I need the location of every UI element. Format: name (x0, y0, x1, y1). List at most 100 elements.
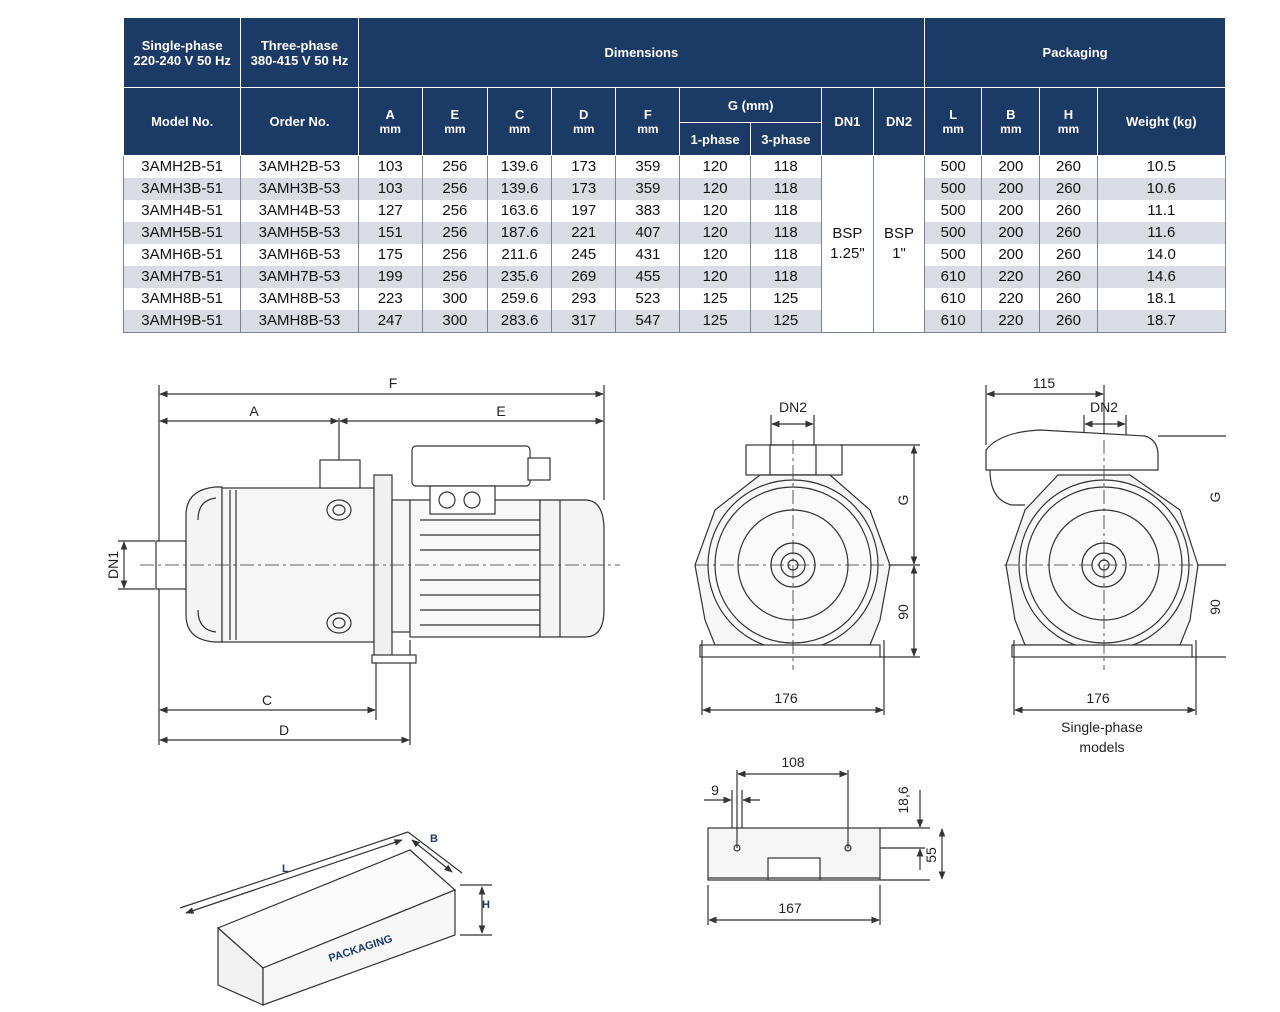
base-55-label: 55 (923, 847, 939, 863)
table-cell: 118 (749, 155, 822, 178)
dn1-thread-size: 1.25" (830, 245, 865, 262)
table-cell: 125 (679, 288, 751, 310)
table-cell: 235.6 (486, 266, 553, 288)
table-cell: 245 (551, 244, 617, 266)
base-9-label: 9 (711, 782, 719, 798)
table-cell: 359 (615, 155, 681, 178)
table-cell: 118 (749, 200, 822, 222)
table-cell: 120 (679, 266, 751, 288)
table-cell: 11.6 (1096, 222, 1227, 244)
g-1phase-header: 1-phase (679, 122, 751, 156)
sp-dn2-label: DN2 (1090, 399, 1118, 415)
table-cell: 256 (421, 200, 488, 222)
dn2-thread-type: BSP (884, 225, 915, 242)
table-cell: 3AMH2B-51 (122, 155, 242, 178)
weight-header: Weight (kg) (1096, 87, 1227, 156)
table-cell: 173 (551, 178, 617, 200)
table-cell: 10.5 (1096, 155, 1227, 178)
table-cell: 125 (749, 288, 822, 310)
table-cell: 103 (357, 178, 423, 200)
base-18-6-label: 18,6 (895, 786, 911, 813)
order-no-header: Order No. (240, 87, 359, 156)
sp-90-label: 90 (1207, 599, 1223, 615)
table-cell: 300 (421, 288, 488, 310)
dim-a-label: A (249, 403, 259, 419)
dim-d-label: D (279, 722, 289, 738)
base-108-label: 108 (781, 754, 805, 770)
table-cell: 260 (1039, 155, 1098, 178)
table-cell: 118 (749, 244, 822, 266)
table-cell: 300 (421, 310, 488, 333)
dim-c-label: C (262, 692, 272, 708)
box-b-label: B (430, 833, 438, 845)
table-cell: 610 (924, 266, 983, 288)
table-cell: 3AMH4B-51 (122, 200, 242, 222)
table-cell: 260 (1039, 266, 1098, 288)
table-cell: 260 (1039, 288, 1098, 310)
front-176-label: 176 (774, 690, 798, 706)
table-cell: 256 (421, 222, 488, 244)
table-cell: 3AMH6B-53 (240, 244, 359, 266)
model-no-header: Model No. (122, 87, 242, 156)
table-cell: 220 (981, 310, 1041, 333)
table-cell: 127 (357, 200, 423, 222)
table-cell: 120 (679, 200, 751, 222)
table-cell: 247 (357, 310, 423, 333)
table-cell: 175 (357, 244, 423, 266)
table-cell: 260 (1039, 310, 1098, 333)
table-cell: 256 (421, 266, 488, 288)
sp-176-label: 176 (1086, 690, 1110, 706)
table-cell: 383 (615, 200, 681, 222)
dn1-header: DN1 (820, 87, 874, 156)
sp-caption-line2: models (1079, 739, 1124, 755)
table-cell: 220 (981, 266, 1041, 288)
packaging-box-drawing (179, 831, 492, 1006)
table-cell: 523 (615, 288, 681, 310)
base-plate-view (704, 770, 946, 925)
front-g-label: G (895, 495, 911, 506)
table-cell: 3AMH7B-51 (122, 266, 242, 288)
table-cell: 610 (924, 310, 983, 333)
table-cell: 14.6 (1096, 266, 1227, 288)
table-cell: 260 (1039, 222, 1098, 244)
table-cell: 18.1 (1096, 288, 1227, 310)
table-cell: 163.6 (486, 200, 553, 222)
packaging-group-header: Packaging (924, 17, 1226, 88)
table-cell: 317 (551, 310, 617, 333)
table-cell: 187.6 (486, 222, 553, 244)
table-cell: 256 (421, 178, 488, 200)
table-cell: 3AMH5B-51 (122, 222, 242, 244)
table-cell: 3AMH9B-51 (122, 310, 242, 333)
table-cell: 3AMH3B-53 (240, 178, 359, 200)
table-cell: 14.0 (1096, 244, 1227, 266)
dn1-thread-type: BSP (832, 225, 863, 242)
table-cell: 547 (615, 310, 681, 333)
table-cell: 118 (749, 178, 822, 200)
table-cell: 120 (679, 178, 751, 200)
table-cell: 18.7 (1096, 310, 1227, 333)
table-cell: 500 (924, 244, 983, 266)
table-cell: 256 (421, 244, 488, 266)
table-cell: 3AMH4B-53 (240, 200, 359, 222)
sp-caption-line1: Single-phase (1061, 719, 1143, 735)
table-cell: 151 (357, 222, 423, 244)
table-cell: 260 (1039, 178, 1098, 200)
table-cell: 223 (357, 288, 423, 310)
dn1-value-cell: BSP 1.25" (820, 155, 874, 333)
box-l-label: L (282, 863, 289, 875)
table-cell: 139.6 (486, 178, 553, 200)
